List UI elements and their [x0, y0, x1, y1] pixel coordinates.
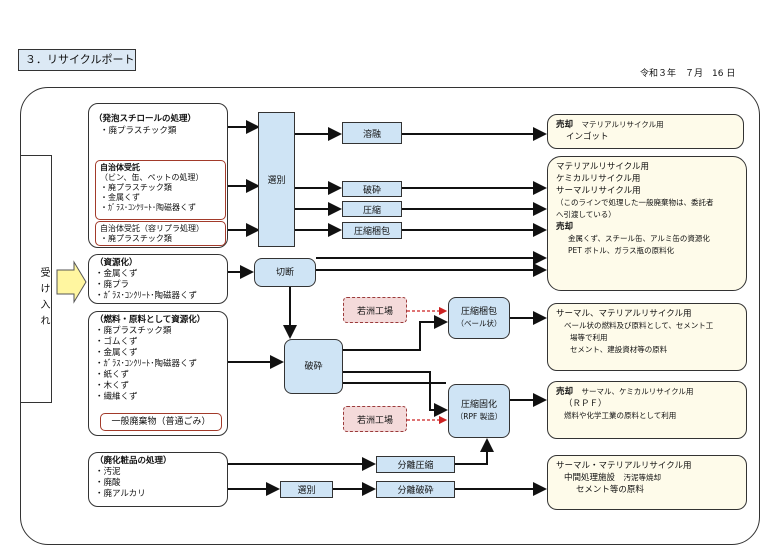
- input-municipal1-title: 自治体受託: [100, 163, 140, 172]
- input-chemical-item1: ・汚泥: [95, 467, 121, 477]
- output-intermediate: サーマル・マテリアルリサイクル用 中間処理施設 汚泥等焼却 セメント等の原料: [547, 455, 747, 510]
- input-resource-item1: ・金属くず: [95, 269, 138, 279]
- input-styrofoam: （発泡スチロールの処理） ・廃プラスチック類: [94, 113, 226, 137]
- process-cut: 切断: [254, 258, 316, 287]
- input-municipal1-item1: ・廃プラスチック類: [100, 183, 172, 192]
- input-fuel-title: （燃料・原料として資源化）: [95, 315, 206, 325]
- output-recycle-main: マテリアルリサイクル用 ケミカルリサイクル用 サーマルリサイクル用 （このライン…: [547, 156, 747, 291]
- process-bale1: 圧縮梱包: [342, 222, 402, 239]
- output-main-note2: へ引渡している）: [556, 210, 616, 219]
- input-fuel-item1: ・廃プラスチック類: [95, 326, 172, 336]
- input-municipal1-item2: ・金属くず: [100, 193, 140, 202]
- output-rpf: 売却 サーマル、ケミカルリサイクル用 （ＲＰＦ） 燃料や化学工業の原料として利用: [547, 381, 747, 439]
- input-municipal2-title: 自治体受託（容リプラ処理）: [100, 224, 204, 233]
- input-fuel-item4: ・ｶﾞﾗｽ･ｺﾝｸﾘｰﾄ･陶磁器くず: [95, 359, 198, 369]
- process-bale2-sub: （ベール状）: [456, 319, 502, 328]
- input-fuel-item5: ・紙くず: [95, 370, 130, 380]
- output-bale-l2: 場等で利用: [570, 333, 608, 342]
- process-sort2: 選別: [280, 481, 333, 498]
- process-sep-compress: 分離圧縮: [376, 456, 455, 473]
- output-int-l1: 中間処理施設: [564, 473, 616, 483]
- output-int-l1b: 汚泥等焼却: [623, 473, 662, 482]
- input-municipal1: 自治体受託 （ビン、缶、ペットの処理） ・廃プラスチック類 ・金属くず ・ｶﾞﾗ…: [95, 160, 226, 220]
- output-main-s2: PET ボトル、ガラス瓶の原料化: [568, 246, 675, 255]
- output-bale-title: サーマル、マテリアルリサイクル用: [556, 309, 692, 319]
- output-ingot-title: 売却: [556, 120, 574, 130]
- input-municipal1-sub: （ビン、缶、ペットの処理）: [100, 173, 204, 182]
- output-rpf-l1: （ＲＰＦ）: [564, 399, 607, 409]
- process-bale2-label: 圧縮梱包: [460, 307, 497, 317]
- process-melt: 溶融: [342, 122, 402, 144]
- process-solid-label: 圧縮固化: [460, 400, 497, 410]
- output-ingot-sub: マテリアルリサイクル用: [581, 120, 664, 129]
- output-rpf-l2: 燃料や化学工業の原料として利用: [564, 411, 677, 420]
- input-municipal2-item: ・廃プラスチック類: [100, 234, 172, 243]
- output-int-l2: セメント等の原料: [576, 485, 644, 495]
- input-fuel-item3: ・金属くず: [95, 348, 138, 358]
- output-main-note1: （このラインで処理した一般廃棄物は、委託者: [556, 198, 714, 207]
- output-ingot-line2: インゴット: [566, 132, 609, 142]
- output-main-s1: 金属くず、スチール缶、アルミ缶の資源化: [568, 234, 710, 243]
- output-rpf-title: 売却: [556, 387, 574, 397]
- process-crush1: 破砕: [342, 181, 402, 197]
- input-styrofoam-item: ・廃プラスチック類: [100, 126, 177, 136]
- output-int-title: サーマル・マテリアルリサイクル用: [556, 461, 692, 471]
- output-main-l1: マテリアルリサイクル用: [556, 162, 649, 172]
- process-solid: 圧縮固化 （RPF 製造）: [448, 384, 510, 438]
- output-main-l3: サーマルリサイクル用: [556, 186, 641, 196]
- process-bale2: 圧縮梱包 （ベール状）: [448, 297, 510, 339]
- input-municipal1-item3: ・ｶﾞﾗｽ･ｺﾝｸﾘｰﾄ･陶磁器くず: [100, 203, 196, 212]
- process-sort1: 選別: [258, 112, 295, 247]
- output-bale-l1: ベール状の燃料及び原料として、セメント工: [564, 321, 714, 330]
- process-sep-crush: 分離破砕: [376, 481, 455, 498]
- input-resource-item3: ・ｶﾞﾗｽ･ｺﾝｸﾘｰﾄ･陶磁器くず: [95, 291, 198, 301]
- factory-wakasu-2: 若洲工場: [343, 406, 407, 432]
- output-bale-l3: セメント、建設資材等の原料: [570, 345, 668, 354]
- output-main-sale: 売却: [556, 222, 574, 232]
- page-title: ３．リサイクルポート: [18, 49, 136, 71]
- process-crush2: 破砕: [284, 339, 343, 394]
- factory-wakasu-1: 若洲工場: [343, 297, 407, 323]
- input-chemical: （廃化粧品の処理） ・汚泥 ・廃酸 ・廃アルカリ: [88, 452, 228, 507]
- input-resource-title: （資源化）: [95, 258, 138, 268]
- input-fuel-item6: ・木くず: [95, 381, 130, 391]
- input-chemical-item2: ・廃酸: [95, 478, 121, 488]
- receiving-label: 受け入れ: [20, 155, 52, 403]
- input-fuel-item2: ・ゴムくず: [95, 337, 138, 347]
- input-resource: （資源化） ・金属くず ・廃プラ ・ｶﾞﾗｽ･ｺﾝｸﾘｰﾄ･陶磁器くず: [88, 254, 228, 304]
- input-fuel-item7: ・繊維くず: [95, 392, 138, 402]
- process-solid-sub: （RPF 製造）: [455, 412, 503, 421]
- output-rpf-sub: サーマル、ケミカルリサイクル用: [581, 387, 694, 396]
- input-styrofoam-title: （発泡スチロールの処理）: [94, 114, 197, 124]
- output-bale: サーマル、マテリアルリサイクル用 ベール状の燃料及び原料として、セメント工 場等…: [547, 303, 747, 371]
- input-chemical-item3: ・廃アルカリ: [95, 489, 146, 499]
- input-chemical-title: （廃化粧品の処理）: [95, 456, 172, 466]
- input-resource-item2: ・廃プラ: [95, 280, 130, 290]
- output-main-l2: ケミカルリサイクル用: [556, 174, 641, 184]
- document-date: 令和３年 ７月 16 日: [640, 69, 736, 79]
- process-compress: 圧縮: [342, 201, 402, 217]
- output-ingot: 売却 マテリアルリサイクル用 インゴット: [547, 114, 744, 149]
- general-waste-badge: 一般廃棄物（普通ごみ）: [100, 413, 222, 431]
- input-municipal2: 自治体受託（容リプラ処理） ・廃プラスチック類: [95, 221, 226, 246]
